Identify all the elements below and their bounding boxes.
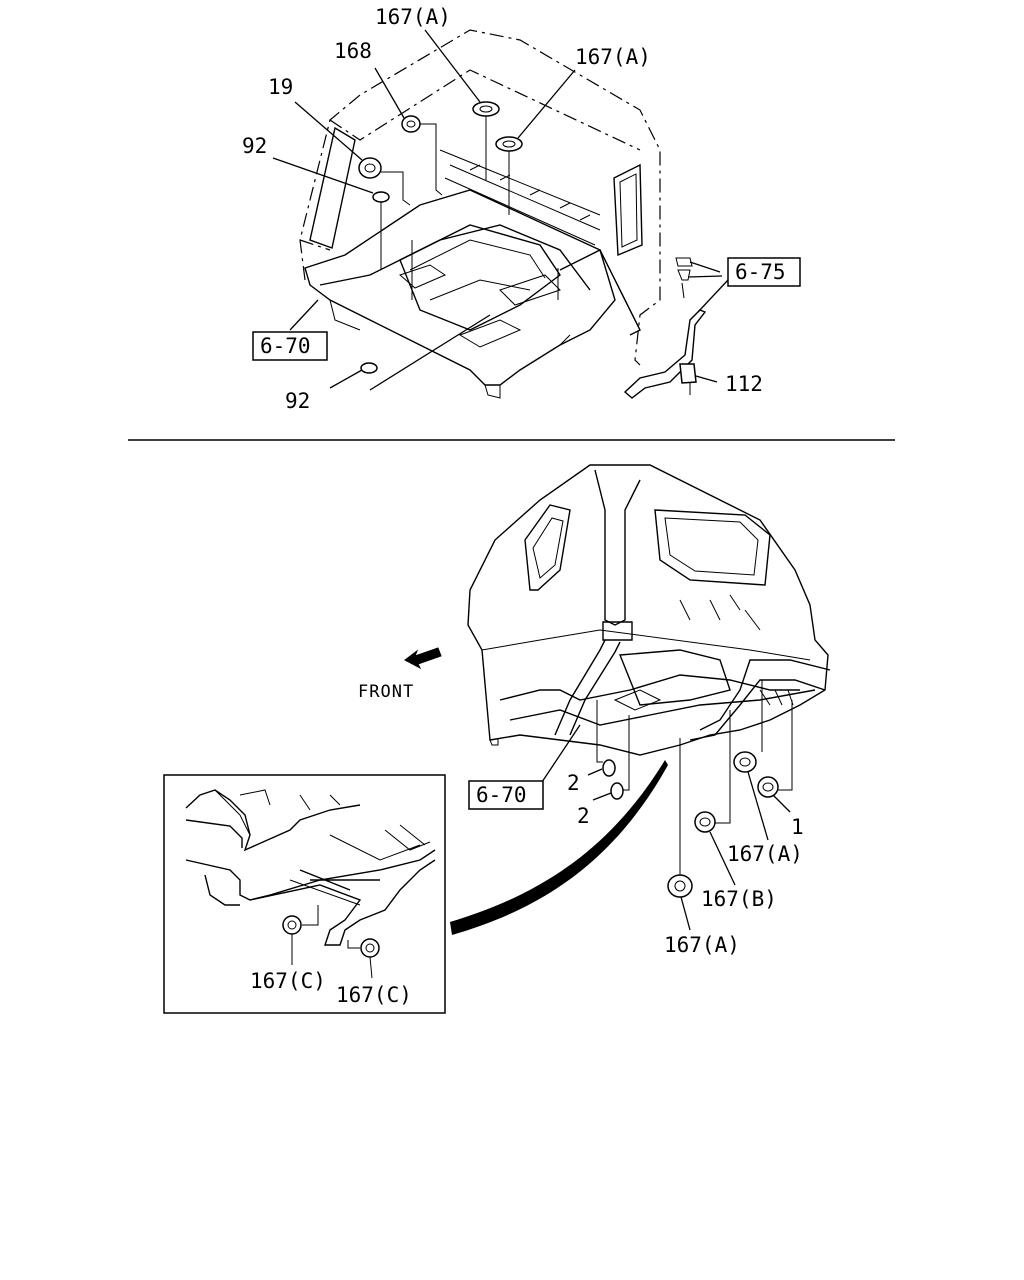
ref-box-6-70-bottom: [468, 780, 544, 810]
inset-frame: [163, 774, 446, 1014]
grommet-168: [401, 115, 421, 133]
label-167c-left: 167(C): [250, 969, 326, 993]
bottom-grommets: [602, 751, 779, 898]
detail-callout-band: [450, 760, 668, 935]
label-6-70-top: 6-70: [260, 334, 311, 358]
label-168: 168: [334, 39, 372, 63]
bottom-leaders: [539, 680, 793, 931]
oring-2-upper: [602, 759, 616, 777]
ref-box-6-75: [727, 257, 801, 287]
label-167a-right: 167(A): [727, 842, 803, 866]
label-19: 19: [268, 75, 293, 99]
grommet-19: [358, 157, 382, 179]
grommet-167a-top-1: [472, 101, 500, 117]
label-92-upper: 92: [242, 134, 267, 158]
label-167a-top-1: 167(A): [375, 5, 451, 29]
grommet-167c-right: [360, 938, 380, 958]
grommet-167c-left: [282, 915, 302, 935]
label-167c-right: 167(C): [336, 983, 412, 1007]
plug-92-lower: [360, 362, 378, 374]
oring-2-lower: [610, 782, 624, 800]
label-1: 1: [791, 815, 804, 839]
label-167b: 167(B): [701, 887, 777, 911]
grommet-167b: [694, 811, 716, 833]
grommet-167a-top-2: [495, 136, 523, 152]
label-2-upper: 2: [567, 771, 580, 795]
top-leaders: [272, 29, 729, 395]
label-167a-top-2: 167(A): [575, 45, 651, 69]
ref-box-6-70-top: [252, 331, 328, 361]
label-front: FRONT: [358, 682, 414, 702]
top-cab-drawing: [299, 29, 707, 399]
grommet-167a-bottom: [667, 874, 693, 898]
bottom-cab-drawing: [467, 464, 831, 756]
label-6-70-bottom: 6-70: [476, 783, 527, 807]
label-112: 112: [725, 372, 763, 396]
grommet-167a-right: [733, 751, 757, 773]
grommet-1: [757, 776, 779, 798]
plug-92-upper: [372, 191, 390, 203]
top-grommets: [358, 101, 523, 374]
label-92-lower: 92: [285, 389, 310, 413]
label-6-75: 6-75: [735, 260, 786, 284]
label-167a-bottom: 167(A): [664, 933, 740, 957]
inset-detail: [163, 774, 446, 1014]
front-arrow: [404, 647, 442, 670]
label-2-lower: 2: [577, 804, 590, 828]
